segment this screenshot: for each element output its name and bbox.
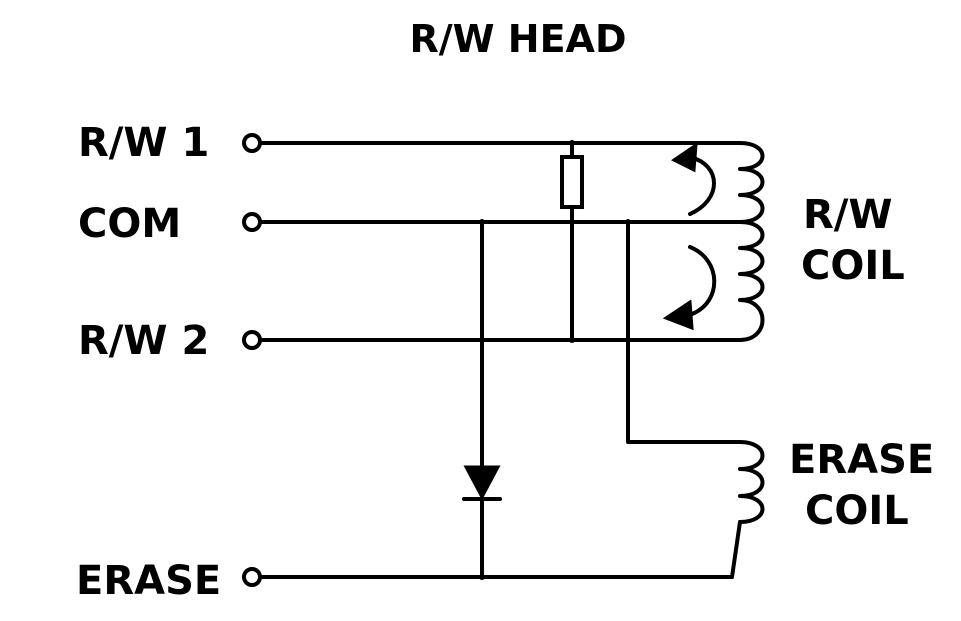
resistor xyxy=(560,155,584,209)
erase-coil xyxy=(738,440,765,524)
label-com: COM xyxy=(78,201,181,247)
wire-com-to-erase-coil xyxy=(626,220,742,444)
junction-rw2-resistor xyxy=(569,337,575,343)
terminal-rw1 xyxy=(242,133,262,153)
label-rw2: R/W 2 xyxy=(78,318,209,364)
rw-coil xyxy=(738,141,765,342)
terminal-rw2 xyxy=(242,330,262,350)
diagram-title: R/W HEAD xyxy=(410,17,627,61)
flux-arrow-lower-head xyxy=(662,299,694,331)
terminal-com xyxy=(242,212,262,232)
flux-arrow-lower xyxy=(688,245,717,316)
junction-com-erase xyxy=(625,219,631,225)
label-rw1: R/W 1 xyxy=(78,120,209,166)
junction-com-diode xyxy=(479,219,485,225)
label-rw-coil-line2: COIL xyxy=(801,243,905,289)
junction-erase-diode xyxy=(479,574,485,580)
label-erase-coil-line1: ERASE xyxy=(789,437,934,483)
flux-arrow-upper xyxy=(688,155,716,216)
label-erase: ERASE xyxy=(76,558,221,604)
terminal-erase xyxy=(242,567,262,587)
label-rw-coil-line1: R/W xyxy=(803,192,893,238)
junction-rw1-resistor xyxy=(569,140,575,146)
flux-arrow-upper-head xyxy=(671,141,698,173)
label-erase-coil-line2: COIL xyxy=(805,488,909,534)
wire-erase-coil-return xyxy=(730,520,742,579)
diode-triangle xyxy=(463,465,501,501)
